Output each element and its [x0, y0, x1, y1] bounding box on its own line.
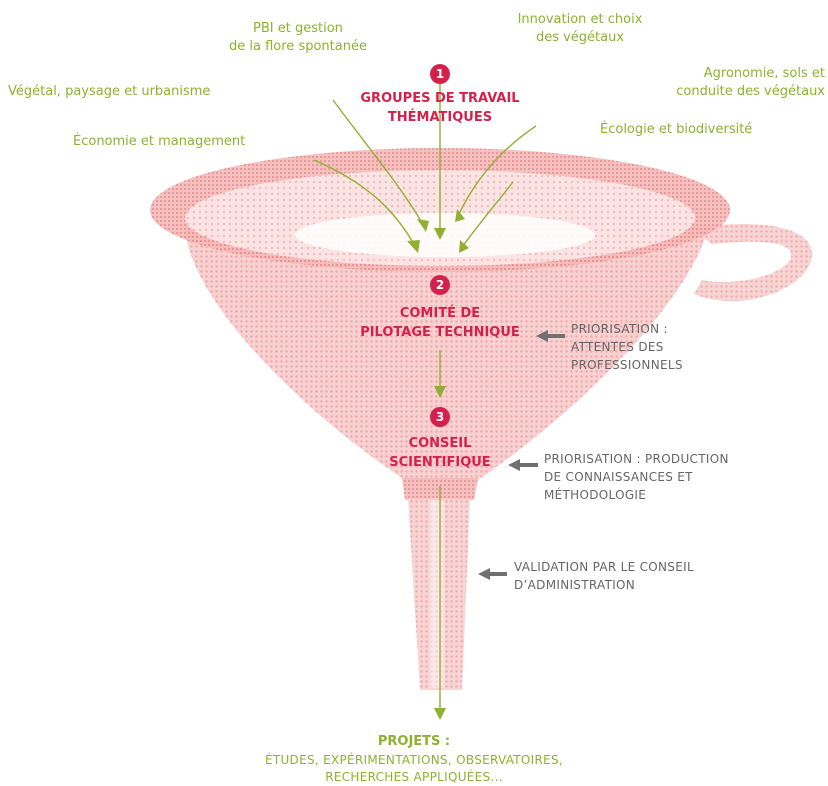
step-3-title-line2: SCIENTIFIQUE — [389, 455, 491, 470]
arrowhead-economie — [407, 240, 420, 253]
note-priorisation-attentes: PRIORISATION : ATTENTES DES PROFESSIONNE… — [571, 320, 683, 374]
theme-pbi: PBI et gestion de la flore spontanée — [218, 20, 378, 56]
note-priorisation-attentes-line3: PROFESSIONNELS — [571, 358, 683, 372]
theme-innovation-line1: Innovation et choix — [517, 12, 643, 27]
step-1-title-line2: THÉMATIQUES — [387, 110, 493, 125]
arrowhead-agronomie — [455, 209, 465, 222]
arrow-agronomie — [457, 125, 537, 217]
note-validation: VALIDATION PAR LE CONSEIL D’ADMINISTRATI… — [514, 558, 694, 594]
theme-innovation: Innovation et choix des végétaux — [495, 11, 665, 47]
funnel-body — [185, 228, 708, 480]
arrow-note-validation — [478, 568, 507, 580]
projets-subtitle-line2: RECHERCHES APPLIQUÉES... — [325, 770, 503, 784]
projets-title: PROJETS : — [377, 734, 451, 749]
note-validation-line1: VALIDATION PAR LE CONSEIL — [514, 560, 694, 574]
step-1-title: GROUPES DE TRAVAIL THÉMATIQUES — [340, 89, 540, 127]
arrowhead-ecologie — [459, 240, 469, 253]
step-1-badge: 1 — [430, 64, 450, 84]
arrow-ecologie — [462, 181, 514, 247]
note-priorisation-production-line2: DE CONNAISSANCES ET — [544, 470, 693, 484]
projets-subtitle-line1: ÉTUDES, EXPÉRIMENTATIONS, OBSERVATOIRES, — [264, 753, 564, 767]
funnel-spout — [408, 498, 470, 690]
note-priorisation-attentes-line2: ATTENTES DES — [571, 340, 664, 354]
arrow-economie — [313, 159, 416, 247]
projets-subtitle: ÉTUDES, EXPÉRIMENTATIONS, OBSERVATOIRES,… — [234, 752, 594, 786]
step-2-title: COMITÉ DE PILOTAGE TECHNIQUE — [340, 304, 540, 342]
funnel-handle — [690, 223, 812, 302]
note-validation-line2: D’ADMINISTRATION — [514, 578, 636, 592]
theme-vegetal: Végétal, paysage et urbanisme — [8, 84, 211, 99]
step-2-badge: 2 — [430, 275, 450, 295]
step-1-title-line1: GROUPES DE TRAVAIL — [360, 91, 520, 106]
arrowhead-pbi — [434, 228, 446, 240]
arrow-note-priorisation-attentes — [536, 330, 565, 342]
theme-pbi-line2: de la flore spontanée — [229, 39, 367, 54]
note-priorisation-production-line3: MÉTHODOLOGIE — [544, 488, 647, 502]
arrowhead-step3 — [434, 386, 446, 398]
step-3-title: CONSEIL SCIENTIFIQUE — [340, 434, 540, 472]
theme-agronomie: Agronomie, sols et conduite des végétaux — [650, 65, 825, 101]
arrowhead-projets — [434, 708, 446, 720]
step-3-badge: 3 — [430, 407, 450, 427]
note-priorisation-production-line1: PRIORISATION : PRODUCTION — [544, 452, 729, 466]
arrow-vegetal — [332, 99, 425, 227]
note-priorisation-production: PRIORISATION : PRODUCTION DE CONNAISSANC… — [544, 450, 729, 504]
arrow-note-priorisation-production — [508, 459, 538, 471]
step-3-title-line1: CONSEIL — [408, 436, 472, 451]
step-2-title-line2: PILOTAGE TECHNIQUE — [360, 325, 520, 340]
step-2-title-line1: COMITÉ DE — [399, 306, 481, 321]
theme-agronomie-line2: conduite des végétaux — [676, 84, 825, 99]
note-priorisation-attentes-line1: PRIORISATION : — [571, 322, 668, 336]
theme-agronomie-line1: Agronomie, sols et — [703, 66, 825, 81]
theme-ecologie: Écologie et biodiversité — [600, 122, 753, 137]
theme-innovation-line2: des végétaux — [535, 30, 625, 45]
theme-economie: Économie et management — [73, 134, 246, 149]
arrowhead-vegetal — [417, 219, 429, 232]
theme-pbi-line1: PBI et gestion — [253, 21, 343, 36]
